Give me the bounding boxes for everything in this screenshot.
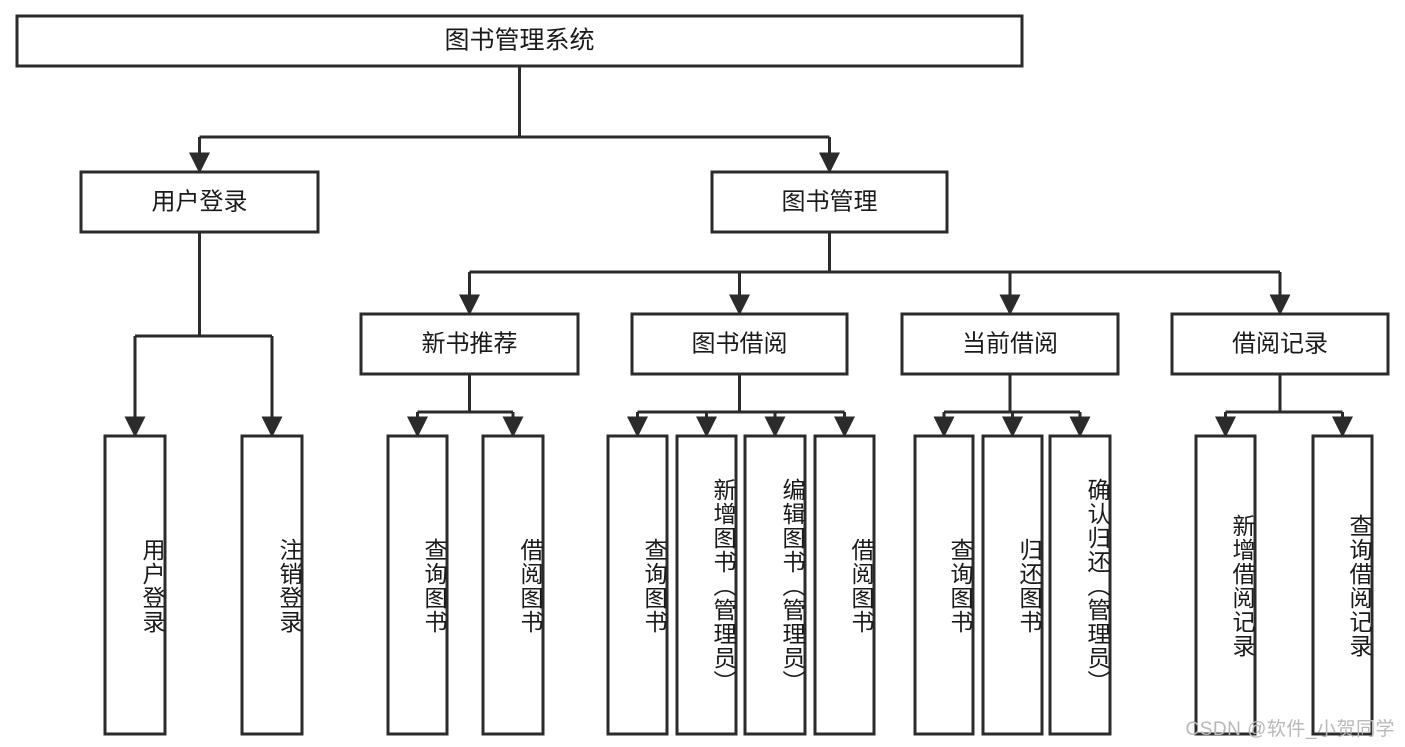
node-level3-1-label: 图书借阅 <box>692 330 788 357</box>
node-leaf-2[interactable] <box>386 434 449 736</box>
node-leaf-6[interactable] <box>743 434 807 736</box>
node-level2-0[interactable] <box>79 170 320 234</box>
connector-layer <box>124 66 1353 438</box>
node-level3-0-label: 新书推荐 <box>422 330 518 357</box>
node-level2-1[interactable] <box>710 170 949 234</box>
node-leaf-1[interactable] <box>240 434 304 736</box>
node-level2-1-label: 图书管理 <box>782 188 878 215</box>
node-leaf-11[interactable] <box>1194 434 1257 736</box>
node-level3-0[interactable] <box>359 312 580 376</box>
node-level3-2[interactable] <box>900 312 1120 376</box>
watermark-text: CSDN @软件_小贺同学 <box>1185 719 1395 740</box>
node-level3-3-label: 借阅记录 <box>1232 330 1328 357</box>
node-leaf-9[interactable] <box>981 434 1044 736</box>
node-leaf-4[interactable] <box>606 434 669 736</box>
node-leaf-10[interactable] <box>1048 434 1112 736</box>
node-level3-3[interactable] <box>1170 312 1390 376</box>
node-leaf-5[interactable] <box>675 434 738 736</box>
node-level3-1[interactable] <box>630 312 849 376</box>
node-leaf-3[interactable] <box>481 434 545 736</box>
node-leaf-7[interactable] <box>813 434 876 736</box>
node-level2-0-label: 用户登录 <box>152 188 248 215</box>
node-root[interactable] <box>15 14 1024 68</box>
node-leaf-0[interactable] <box>103 434 167 736</box>
node-leaf-12[interactable] <box>1311 434 1374 736</box>
node-leaf-8[interactable] <box>913 434 975 736</box>
node-level3-2-label: 当前借阅 <box>962 330 1058 357</box>
node-root-label: 图书管理系统 <box>444 27 594 55</box>
